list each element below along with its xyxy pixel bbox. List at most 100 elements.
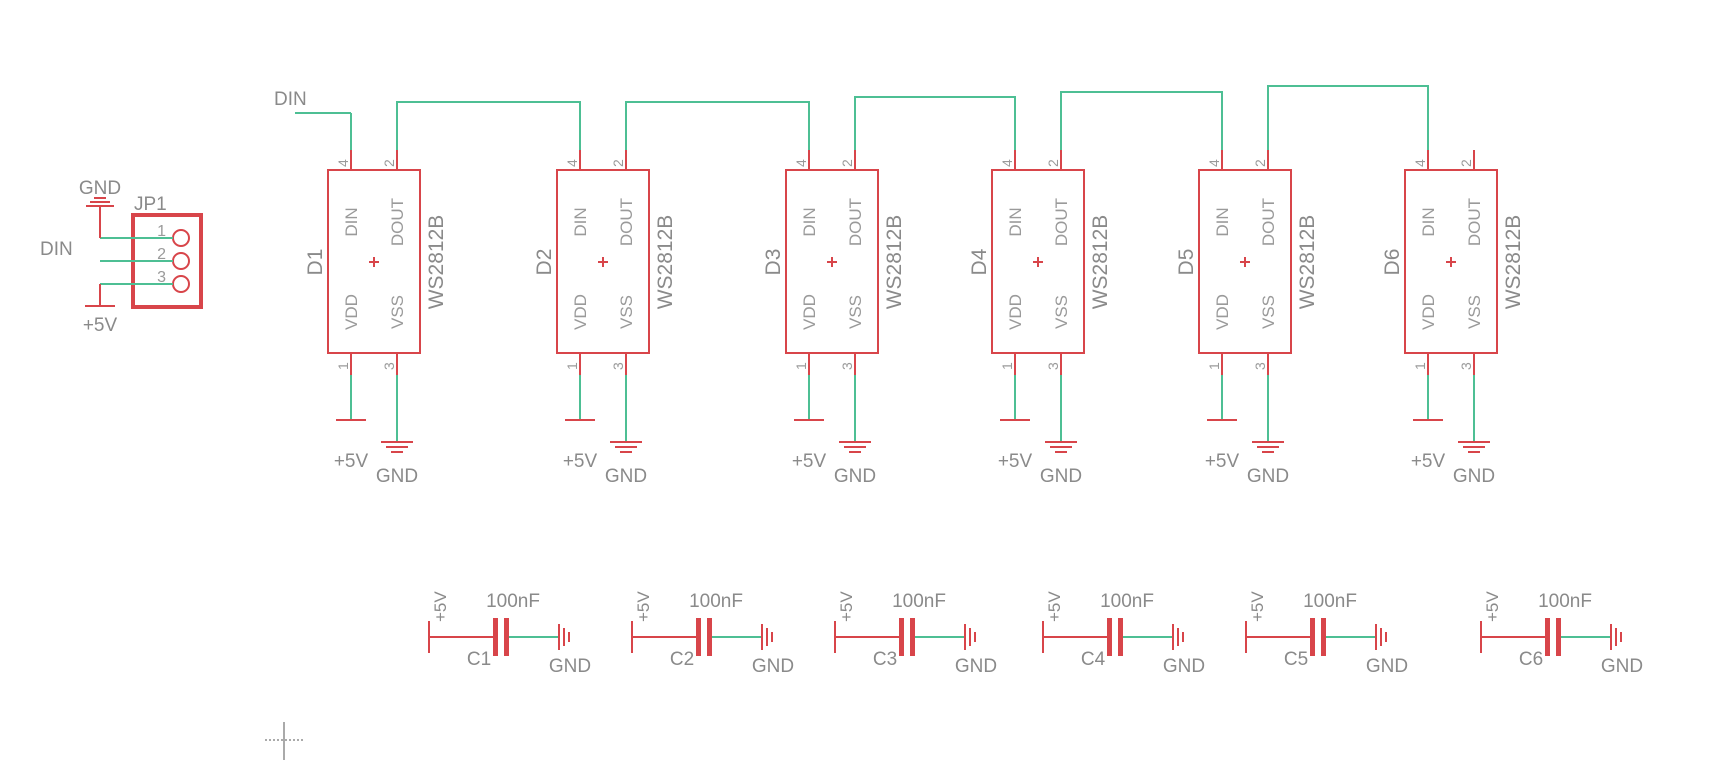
pin-number-dout: 2 (839, 159, 855, 167)
led-designator: D2 (533, 249, 556, 276)
cap-plate-right[interactable] (707, 618, 712, 656)
led-part-value: WS2812B (425, 215, 448, 310)
jp1-pin3-pad (172, 275, 190, 293)
cap-plate-right[interactable] (910, 618, 915, 656)
pin-number-vss: 3 (839, 362, 855, 370)
pin-name-din: DIN (1419, 207, 1438, 236)
vcc-label: +5V (334, 451, 369, 472)
cap-plate-right[interactable] (1118, 618, 1123, 656)
pin-number-vss: 3 (1252, 362, 1268, 370)
gnd-label: GND (376, 466, 418, 487)
pin-name-vdd: VDD (1213, 294, 1232, 330)
pin-name-din: DIN (1006, 207, 1025, 236)
cap-gnd-label: GND (955, 656, 997, 677)
crosshair-cursor-icon (265, 722, 303, 760)
cap-vcc-label: +5V (837, 591, 856, 622)
cap-plate-left[interactable] (899, 618, 904, 656)
jp1-pin-number-1: 1 (157, 223, 166, 240)
pin-name-dout: DOUT (388, 198, 407, 246)
pin-number-dout: 2 (381, 159, 397, 167)
cap-value-label: 100nF (1538, 591, 1592, 612)
cap-gnd-label: GND (1601, 656, 1643, 677)
gnd-label: GND (605, 466, 647, 487)
vcc-label: +5V (1205, 451, 1240, 472)
led-body[interactable] (327, 169, 421, 354)
cap-vcc-label: +5V (634, 591, 653, 622)
pin-number-din: 4 (793, 159, 809, 167)
cap-plate-right[interactable] (1321, 618, 1326, 656)
cap-vcc-label: +5V (1045, 591, 1064, 622)
led-body[interactable] (1198, 169, 1292, 354)
chain-wire-5 (1267, 85, 1429, 150)
din-net-label: DIN (274, 89, 307, 110)
cap-plate-left[interactable] (493, 618, 498, 656)
pin-number-vdd: 1 (564, 362, 580, 370)
led-designator: D1 (304, 249, 327, 276)
pin-number-dout: 2 (610, 159, 626, 167)
pin-name-vss: VSS (1259, 295, 1278, 329)
jp1-gnd-label: GND (79, 178, 121, 199)
cap-plate-left[interactable] (1545, 618, 1550, 656)
cap-plate-left[interactable] (696, 618, 701, 656)
pin-name-dout: DOUT (617, 198, 636, 246)
gnd-label: GND (1040, 466, 1082, 487)
cap-designator: C2 (670, 649, 694, 670)
header-connector[interactable]: GND DIN +5V JP1 1 2 3 DIN (40, 89, 307, 336)
pin-number-din: 4 (1206, 159, 1222, 167)
pin-name-vss: VSS (1052, 295, 1071, 329)
cap-designator: C6 (1519, 649, 1543, 670)
gnd-label: GND (834, 466, 876, 487)
pin-number-vss: 3 (381, 362, 397, 370)
cap-value-label: 100nF (1100, 591, 1154, 612)
cap-designator: C4 (1081, 649, 1106, 670)
pin-number-vss: 3 (1458, 362, 1474, 370)
jp1-din-label: DIN (40, 239, 73, 260)
chain-wire-1 (396, 101, 581, 150)
pin-name-vss: VSS (846, 295, 865, 329)
cap-designator: C3 (873, 649, 897, 670)
pin-name-vdd: VDD (342, 294, 361, 330)
cap-vcc-label: +5V (1483, 591, 1502, 622)
led-designator: D3 (762, 249, 785, 276)
pin-number-dout: 2 (1458, 159, 1474, 167)
capacitor-6[interactable]: +5V 100nF C6 GND (1480, 591, 1643, 677)
led-part-value: WS2812B (1089, 215, 1112, 310)
cap-gnd-label: GND (549, 656, 591, 677)
jp1-pin-number-3: 3 (157, 269, 166, 286)
cap-plate-right[interactable] (1556, 618, 1561, 656)
cap-gnd-label: GND (752, 656, 794, 677)
gnd-label: GND (1453, 466, 1495, 487)
led-body[interactable] (991, 169, 1085, 354)
led-part-value: WS2812B (1502, 215, 1525, 310)
pin-number-vdd: 1 (793, 362, 809, 370)
pin-number-vdd: 1 (1206, 362, 1222, 370)
cap-plate-left[interactable] (1107, 618, 1112, 656)
gnd-label: GND (1247, 466, 1289, 487)
led-body[interactable] (785, 169, 879, 354)
led-body[interactable] (556, 169, 650, 354)
led-designator: D5 (1175, 249, 1198, 276)
data-chain-wires (295, 85, 1429, 150)
led-body[interactable] (1404, 169, 1498, 354)
led-part-value: WS2812B (1296, 215, 1319, 310)
pin-name-dout: DOUT (846, 198, 865, 246)
pin-name-dout: DOUT (1259, 198, 1278, 246)
chain-wire-4 (1060, 91, 1223, 150)
pin-name-din: DIN (800, 207, 819, 236)
cap-plate-right[interactable] (504, 618, 509, 656)
cap-plate-left[interactable] (1310, 618, 1315, 656)
